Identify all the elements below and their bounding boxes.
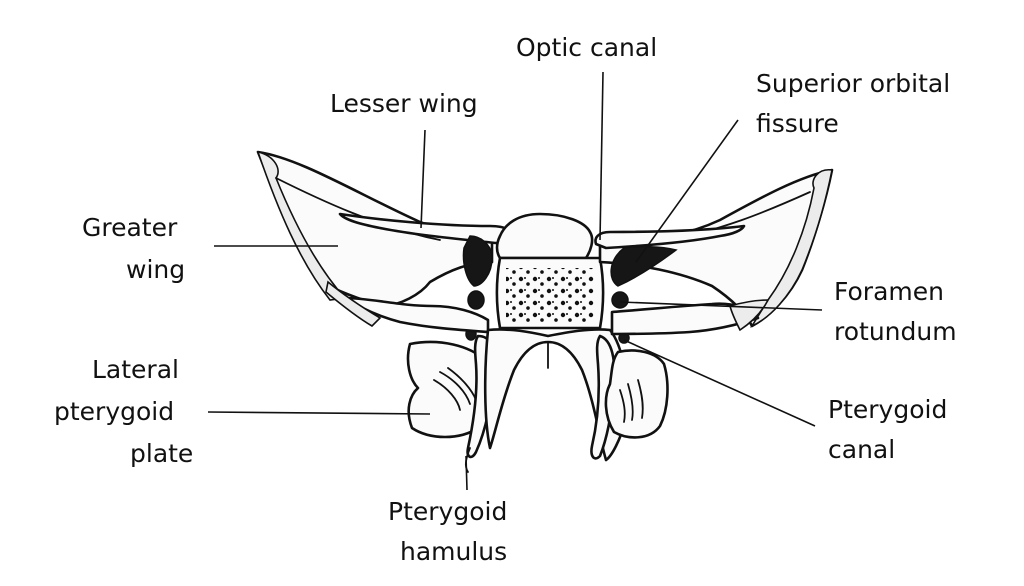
- right-superior-orbital-fissure: [610, 245, 678, 287]
- label-greater-wing-2: wing: [126, 255, 185, 284]
- sphenoid-body-spongy: [506, 268, 594, 322]
- left-superior-orbital-fissure: [462, 235, 493, 287]
- leader-foramen-rotundum: [619, 301, 823, 311]
- right-lesser-wing: [594, 224, 746, 250]
- left-wing-lower-segment: [343, 296, 490, 334]
- label-lateral-pterygoid-plate-1: Lateral: [92, 355, 179, 384]
- label-foramen-rotundum-2: rotundum: [834, 317, 957, 346]
- label-lesser-wing: Lesser wing: [330, 89, 478, 118]
- body-lower-arch: [483, 328, 629, 462]
- right-foramen-rotundum: [611, 291, 629, 309]
- label-greater-wing-1: Greater: [82, 213, 178, 242]
- leader-pterygoid-canal: [623, 339, 816, 427]
- label-superior-orbital-fissure-2: fissure: [756, 109, 839, 138]
- leader-pterygoid-hamulus: [465, 455, 468, 491]
- leader-lateral-pterygoid-plate: [207, 411, 431, 415]
- left-foramen-rotundum: [467, 290, 485, 310]
- label-foramen-rotundum-1: Foramen: [834, 277, 944, 306]
- left-wing-lower-spongy: [325, 280, 382, 328]
- label-optic-canal: Optic canal: [516, 33, 657, 62]
- label-pterygoid-hamulus-1: Pterygoid: [388, 497, 507, 526]
- label-lateral-pterygoid-plate-3: plate: [130, 439, 193, 468]
- label-pterygoid-canal-2: canal: [828, 435, 895, 464]
- right-plate-striations: [619, 379, 644, 423]
- label-pterygoid-canal-1: Pterygoid: [828, 395, 947, 424]
- leader-optic-canal: [599, 71, 604, 241]
- label-pterygoid-hamulus-2: hamulus: [400, 537, 507, 566]
- label-lateral-pterygoid-plate-2: pterygoid: [54, 397, 174, 426]
- label-superior-orbital-fissure-1: Superior orbital: [756, 69, 950, 98]
- right-lateral-pterygoid-plate: [604, 349, 669, 439]
- leader-superior-orbital-fissure: [635, 119, 739, 263]
- sphenoid-body-top: [495, 212, 594, 260]
- leader-lesser-wing: [420, 129, 426, 229]
- left-greater-wing-edge: [256, 150, 347, 301]
- right-wing-lower-segment: [610, 302, 760, 336]
